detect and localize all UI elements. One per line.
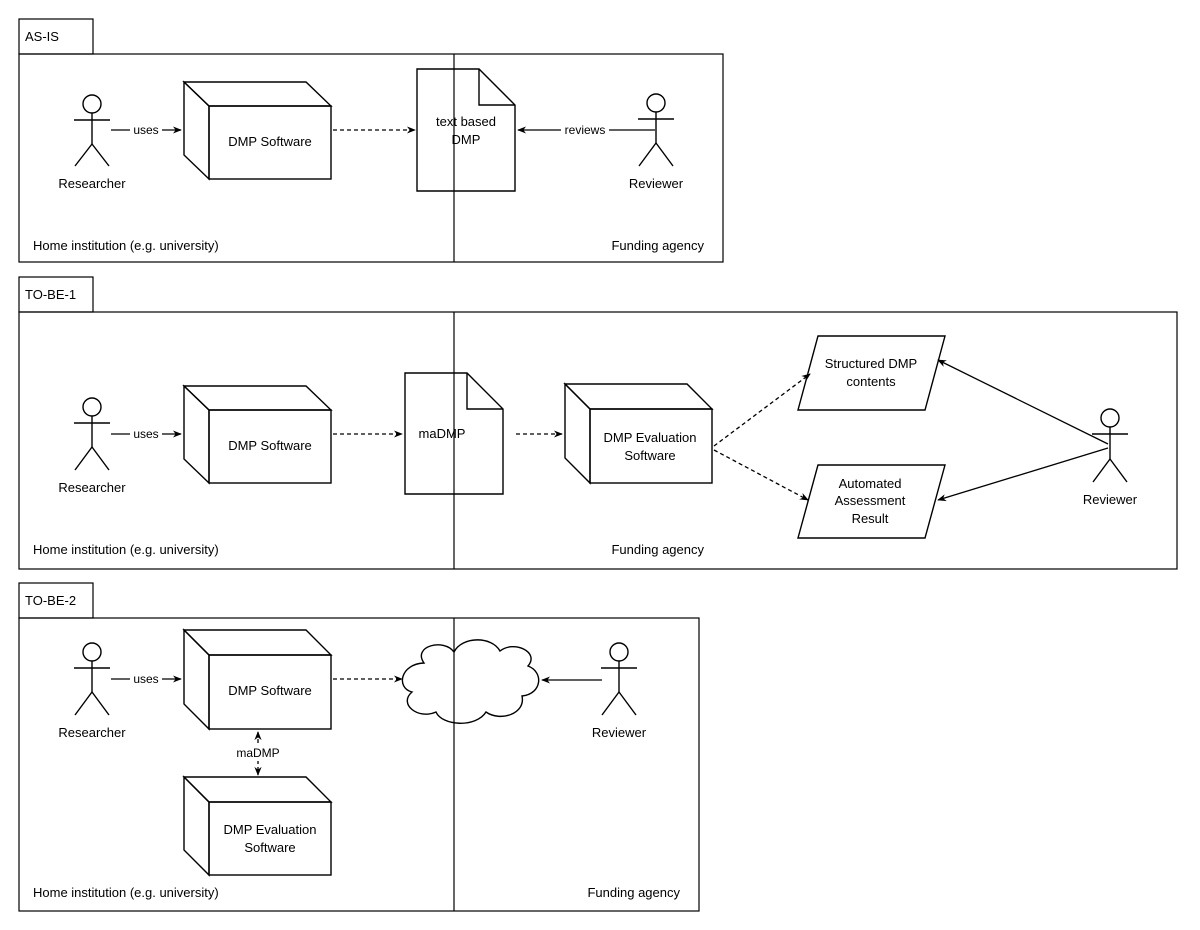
cloud-icon: [401, 639, 540, 724]
panel-tab-label-to-be-1: TO-BE-1: [25, 287, 76, 302]
evaluation-software-box: [563, 382, 714, 485]
region-label-funding: Funding agency: [587, 885, 680, 900]
dmp-software-box: [182, 384, 333, 485]
researcher-label: Researcher: [58, 176, 126, 191]
researcher-label: Researcher: [58, 480, 126, 495]
researcher-actor: [74, 94, 110, 167]
reviewer-label: Reviewer: [629, 176, 684, 191]
reviews-edge-label: reviews: [565, 123, 606, 137]
assessment-label-line2: Assessment: [835, 493, 906, 508]
region-label-funding: Funding agency: [611, 238, 704, 253]
madmp-label: maDMP: [419, 426, 466, 441]
reviewer-label: Reviewer: [1083, 492, 1138, 507]
madmp-exchange-label: maDMP: [236, 746, 279, 760]
panel-to-be-1: TO-BE-1 Home institution (e.g. universit…: [18, 276, 1178, 570]
researcher-label: Researcher: [58, 725, 126, 740]
region-label-home: Home institution (e.g. university): [33, 885, 219, 900]
structured-dmp-contents: [797, 335, 946, 411]
researcher-actor: [74, 397, 110, 471]
madmp-document: [404, 372, 504, 495]
region-label-home: Home institution (e.g. university): [33, 542, 219, 557]
text-based-dmp-document: [416, 68, 516, 192]
reviewer-to-assessment-edge: [937, 447, 1109, 502]
reviewer-actor: [601, 642, 637, 716]
automated-assessment-result: [797, 464, 946, 539]
region-label-funding: Funding agency: [611, 542, 704, 557]
structured-dmp-label-line1: Structured DMP: [825, 356, 917, 371]
text-based-dmp-label-line2: DMP: [452, 132, 481, 147]
dmp-software-label: DMP Software: [228, 134, 312, 149]
actor-head: [82, 94, 102, 114]
panel-tab-label-to-be-2: TO-BE-2: [25, 593, 76, 608]
panel-frame-to-be-2: [18, 617, 700, 912]
dmp-software-box: [182, 628, 333, 731]
reviewer-to-structured-edge: [937, 359, 1109, 445]
panel-to-be-2: TO-BE-2 Home institution (e.g. universit…: [18, 582, 700, 912]
dmp-software-label: DMP Software: [228, 438, 312, 453]
panel-frame-as-is: [18, 53, 724, 263]
dmp-software-box: [182, 80, 333, 181]
researcher-actor: [74, 642, 110, 716]
uses-edge-label: uses: [133, 427, 158, 441]
uses-edge-label: uses: [133, 672, 158, 686]
assessment-label-line3: Result: [852, 511, 889, 526]
reviewer-label: Reviewer: [592, 725, 647, 740]
structured-dmp-label-line2: contents: [846, 374, 896, 389]
evaluation-software-label-line1: DMP Evaluation: [224, 822, 317, 837]
reviewer-actor: [638, 93, 674, 167]
text-based-dmp-label-line1: text based: [436, 114, 496, 129]
evaluation-software-box: [182, 775, 333, 877]
structured-output-edge: [713, 373, 811, 447]
panel-as-is: AS-IS Home institution (e.g. university)…: [18, 18, 724, 263]
uses-edge-label: uses: [133, 123, 158, 137]
evaluation-software-label-line1: DMP Evaluation: [604, 430, 697, 445]
assessment-output-edge: [713, 449, 809, 501]
panel-frame-to-be-1: [18, 311, 1178, 570]
assessment-label-line1: Automated: [839, 476, 902, 491]
evaluation-software-label-line2: Software: [244, 840, 295, 855]
evaluation-software-label-line2: Software: [624, 448, 675, 463]
dmp-software-label: DMP Software: [228, 683, 312, 698]
panel-tab-label-as-is: AS-IS: [25, 29, 59, 44]
reviewer-actor: [1092, 408, 1128, 483]
region-label-home: Home institution (e.g. university): [33, 238, 219, 253]
